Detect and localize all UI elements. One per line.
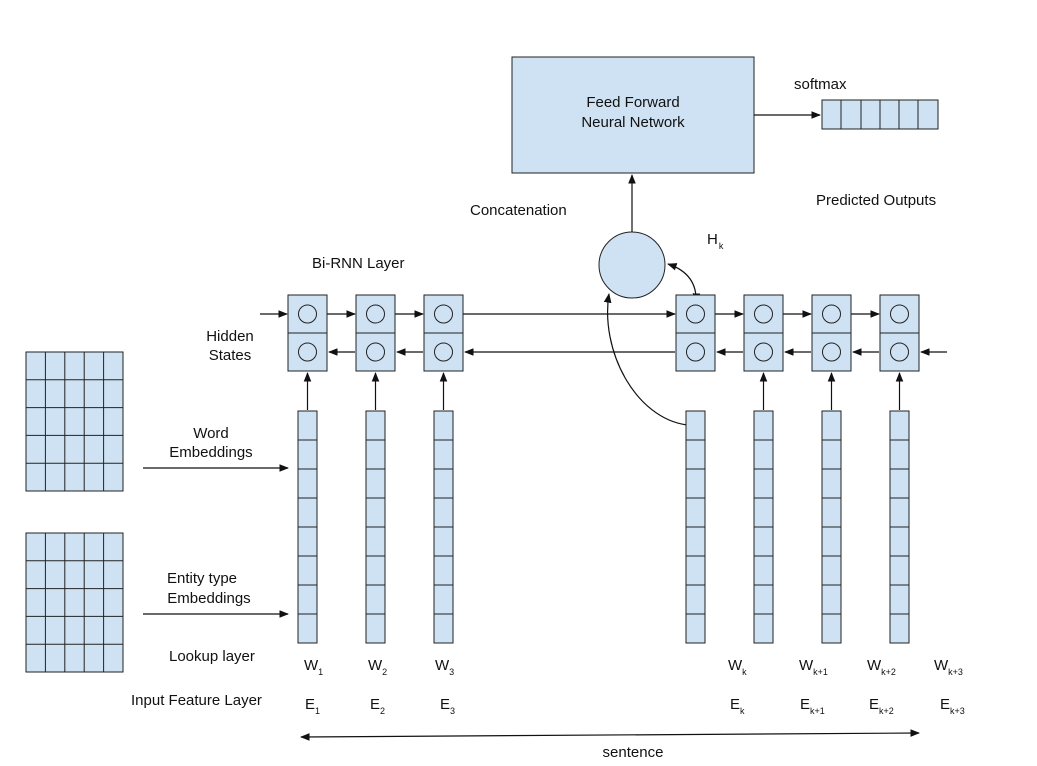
hk-label: Hk xyxy=(707,231,724,251)
hidden-states-label-line2: States xyxy=(209,347,252,364)
embedding-column-k3 xyxy=(889,410,910,644)
lookup-layer-label: Lookup layer xyxy=(169,648,255,665)
word-token-k3: Wk+3 xyxy=(934,657,963,677)
embedding-column-k xyxy=(685,410,706,644)
birnn-layer-label: Bi-RNN Layer xyxy=(312,255,405,272)
word-token-1: W1 xyxy=(304,657,323,677)
sentence-span-arrow xyxy=(300,729,920,741)
sentence-label: sentence xyxy=(603,744,664,761)
entity-token-k1: Ek+1 xyxy=(800,696,825,716)
entity-token-k: Ek xyxy=(730,696,745,716)
entity-token-k3: Ek+3 xyxy=(940,696,965,716)
hidden-state-cell-k3 xyxy=(879,294,920,372)
entity-type-label-line2: Embeddings xyxy=(167,590,250,607)
entity-token-k2: Ek+2 xyxy=(869,696,894,716)
word-embeddings-label-line1: Word xyxy=(193,425,229,442)
embedding-column-2 xyxy=(365,410,386,644)
entity-token-2: E2 xyxy=(370,696,385,716)
word-embedding-matrix xyxy=(25,351,124,492)
hidden-states-label-line1: Hidden xyxy=(206,328,254,345)
softmax-output-vector xyxy=(821,99,939,130)
word-token-3: W3 xyxy=(435,657,454,677)
word-token-k: Wk xyxy=(728,657,747,677)
word-token-k1: Wk+1 xyxy=(799,657,828,677)
word-token-2: W2 xyxy=(368,657,387,677)
embedding-column-1 xyxy=(297,410,318,644)
feed-forward-network: Feed Forward Neural Network xyxy=(511,56,755,174)
hidden-state-cell-k1 xyxy=(743,294,784,372)
word-token-k2: Wk+2 xyxy=(867,657,896,677)
input-feature-layer-label: Input Feature Layer xyxy=(131,692,262,709)
ffn-label-line2: Neural Network xyxy=(581,114,685,131)
hidden-state-cell-k xyxy=(675,294,716,372)
concatenation-node xyxy=(598,231,666,299)
predicted-outputs-label: Predicted Outputs xyxy=(816,192,936,209)
hidden-state-cell-2 xyxy=(355,294,396,372)
entity-type-embedding-matrix xyxy=(25,532,124,673)
concatenation-label: Concatenation xyxy=(470,202,567,219)
ffn-label-line1: Feed Forward xyxy=(586,94,679,111)
embedding-to-hidden-arrows xyxy=(303,372,904,410)
hidden-state-cell-3 xyxy=(423,294,464,372)
hidden-state-cell-k2 xyxy=(811,294,852,372)
embedding-column-k1 xyxy=(753,410,774,644)
entity-token-3: E3 xyxy=(440,696,455,716)
entity-type-label-line1: Entity type xyxy=(167,570,237,587)
word-embeddings-label-line2: Embeddings xyxy=(169,444,252,461)
softmax-label: softmax xyxy=(794,76,847,93)
hidden-state-cell-1 xyxy=(287,294,328,372)
embedding-column-k2 xyxy=(821,410,842,644)
embedding-column-3 xyxy=(433,410,454,644)
entity-token-1: E1 xyxy=(305,696,320,716)
